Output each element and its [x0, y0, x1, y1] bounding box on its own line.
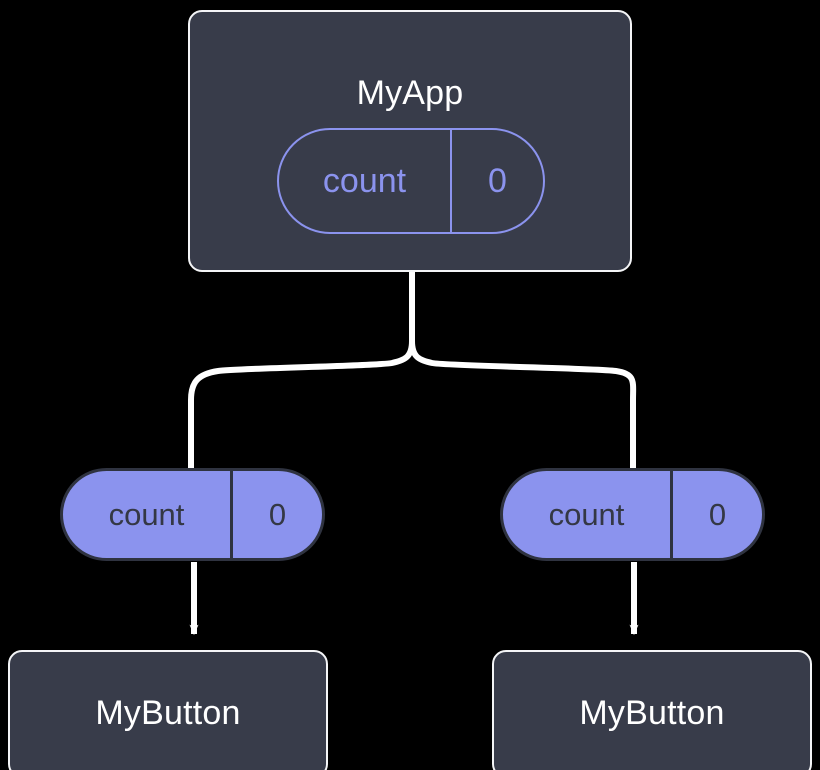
component-card-mybutton-right[interactable]: MyButton	[492, 650, 812, 770]
state-pill-root-key: count	[279, 130, 452, 232]
state-pill-child-right-key: count	[503, 471, 673, 558]
state-pill-child-left-value: 0	[268, 496, 287, 532]
state-pill-root-value: 0	[488, 161, 507, 200]
state-pill-child-left-key: count	[63, 471, 233, 558]
edge-fork-to-right-child	[409, 340, 637, 468]
state-pill-child-right[interactable]: count 0	[500, 468, 765, 561]
component-title-myapp: MyApp	[356, 74, 464, 112]
edge-fork-to-left-child	[188, 340, 415, 468]
state-pill-child-right-value: 0	[708, 496, 727, 532]
component-card-myapp[interactable]: MyApp	[188, 10, 632, 272]
state-pill-root[interactable]: count 0	[277, 128, 545, 234]
component-card-mybutton-left[interactable]: MyButton	[8, 650, 328, 770]
component-title-mybutton-right: MyButton	[579, 694, 725, 732]
state-pill-child-left[interactable]: count 0	[60, 468, 325, 561]
component-title-mybutton-left: MyButton	[95, 694, 241, 732]
